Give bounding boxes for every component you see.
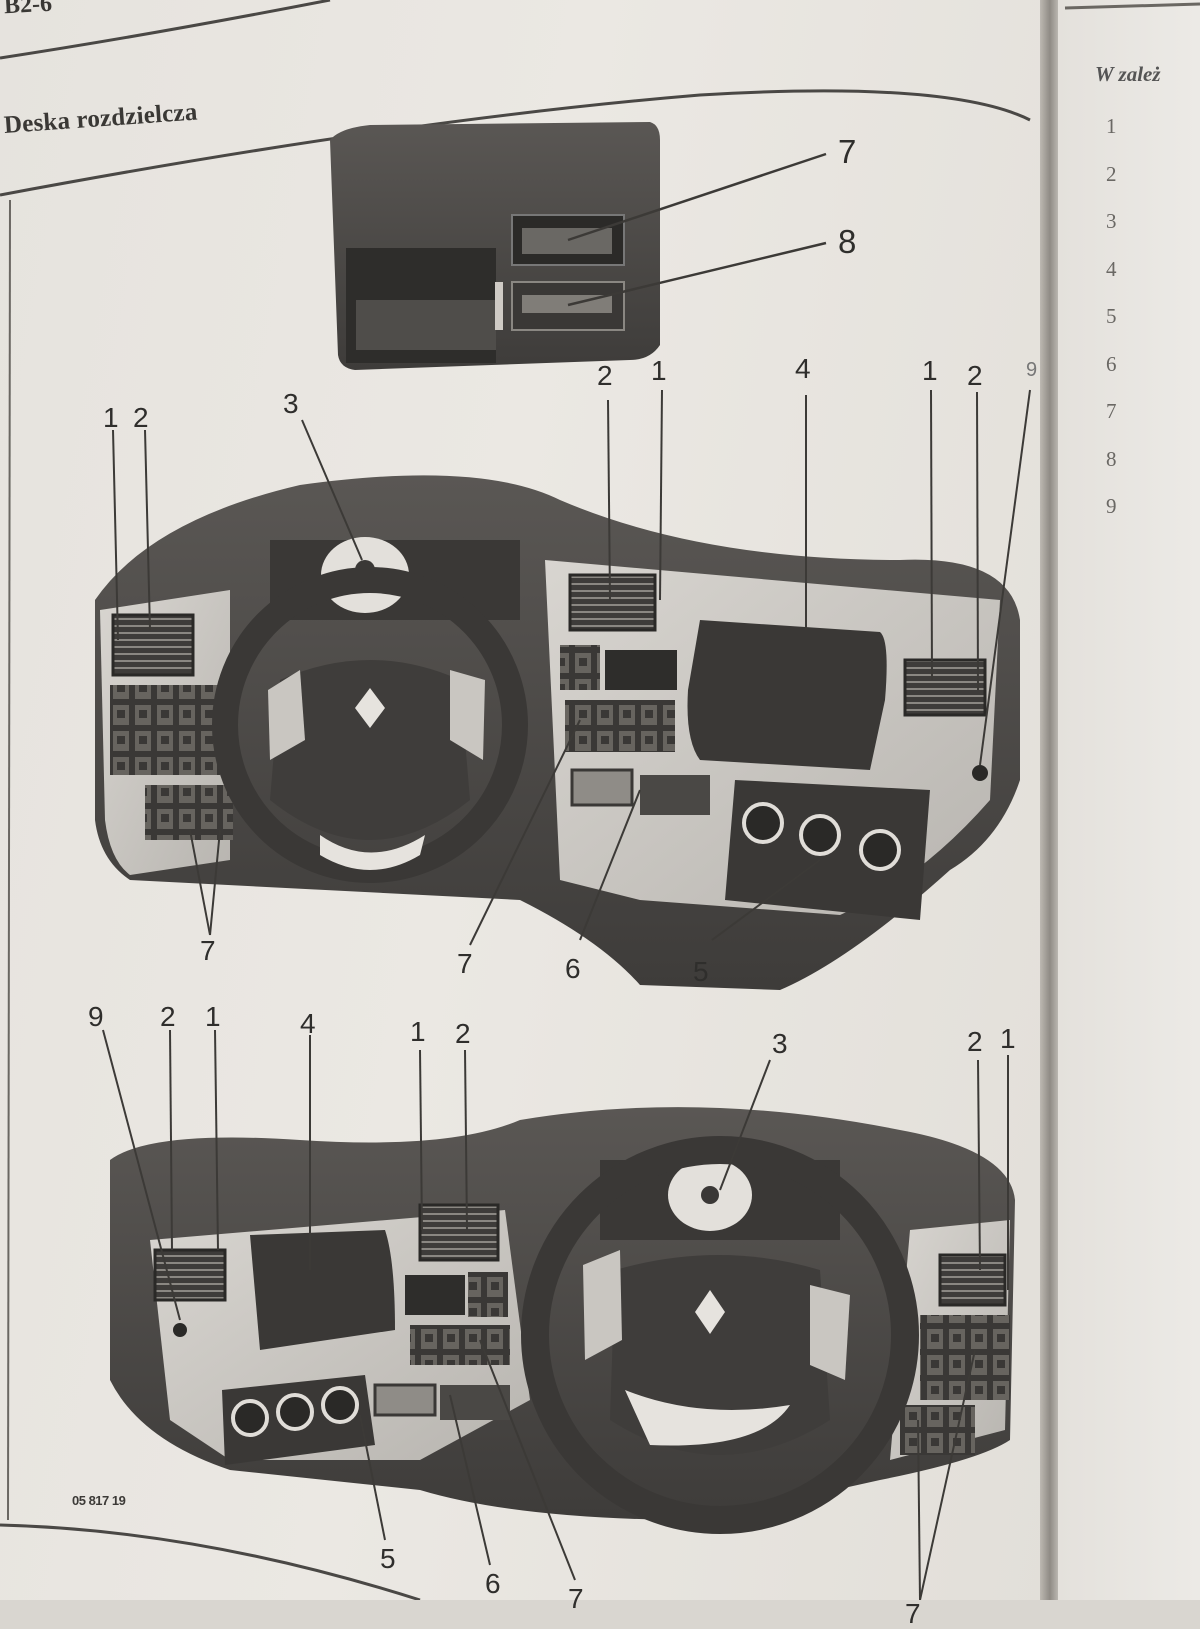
callout-label: 2: [160, 1001, 176, 1032]
callout-label: 3: [772, 1028, 788, 1059]
callout-label: 7: [457, 948, 473, 979]
air-vent: [568, 573, 657, 632]
callout-label: 1: [922, 355, 938, 386]
callout-label: 7: [568, 1583, 584, 1614]
callout-label: 7: [905, 1598, 921, 1629]
callout-label: 1: [410, 1016, 426, 1047]
air-vent: [153, 1248, 227, 1302]
socket: [972, 765, 988, 781]
callout-label: 4: [795, 353, 811, 384]
switch-panel: [410, 1325, 510, 1365]
legend-number: 8: [1106, 446, 1117, 471]
lhd-dashboard: [95, 475, 1020, 990]
header-rule: [0, 0, 331, 60]
storage-compartment: [250, 1230, 395, 1350]
legend-number: 9: [1106, 494, 1117, 518]
switch-panel: [900, 1405, 975, 1455]
callout-label: 9: [1026, 359, 1038, 381]
callout-label: 1: [103, 402, 119, 433]
callout-label: 7: [838, 133, 857, 170]
callout-label: 6: [565, 953, 581, 984]
manual-page-right: [1058, 0, 1200, 1600]
radio-unit: [570, 768, 634, 807]
air-vent: [903, 658, 987, 717]
climate-knob: [321, 1386, 359, 1424]
callout-label: 9: [88, 1001, 104, 1032]
legend-number: 1: [1106, 114, 1117, 138]
legend-number: 6: [1106, 351, 1117, 376]
right-header-rule: [1064, 2, 1200, 10]
steering-wheel: [521, 1136, 919, 1534]
lhd-callout-lines: [112, 389, 1031, 946]
rhd-callout-lines: [102, 1029, 1009, 1600]
tachograph-slot: [605, 650, 677, 690]
legend-number-list: 1 2 3 4 5 6 7 8 9: [1106, 114, 1117, 542]
callout-label: 1: [651, 355, 667, 386]
switch-panel: [560, 645, 600, 690]
callout-label: 7: [200, 935, 216, 966]
switch-panel: [565, 700, 675, 752]
switch-panel: [110, 685, 220, 775]
air-vent: [938, 1253, 1007, 1307]
callout-line: [567, 241, 827, 307]
callout-line: [567, 152, 827, 242]
title-rule: [0, 89, 1031, 197]
overhead-panel: [330, 122, 660, 370]
callout-label: 2: [967, 1026, 983, 1057]
figure-frame-bottom: [0, 1523, 421, 1600]
callout-label: 5: [380, 1543, 396, 1574]
legend-number: 7: [1106, 399, 1117, 423]
air-vent: [111, 613, 195, 677]
socket: [173, 1323, 187, 1337]
figure-frame-left: [7, 199, 11, 1521]
legend-number: 4: [1106, 256, 1117, 281]
callout-label: 5: [693, 956, 709, 987]
legend-number: 5: [1106, 304, 1117, 328]
climate-knob: [276, 1393, 314, 1431]
legend-number: 2: [1106, 161, 1117, 186]
tachograph-slot: [405, 1275, 465, 1315]
callout-label: 2: [455, 1018, 471, 1049]
callout-label: 1: [205, 1001, 221, 1032]
climate-knob: [859, 829, 901, 871]
climate-knob: [231, 1399, 269, 1437]
switch-panel: [468, 1272, 508, 1317]
dashboard-illustrations: [95, 122, 1031, 1600]
callout-label: 3: [283, 388, 299, 419]
figure-code: 05 817 19: [72, 1493, 126, 1508]
callout-label: 6: [485, 1568, 501, 1599]
radio-unit: [373, 1383, 437, 1417]
callout-label: 1: [1000, 1023, 1016, 1054]
callout-label: 2: [133, 402, 149, 433]
book-gutter: [1040, 0, 1062, 1600]
legend-number: 3: [1106, 209, 1117, 233]
switch-panel: [145, 785, 233, 840]
climate-knob: [799, 814, 841, 856]
storage-compartment: [687, 620, 887, 770]
climate-knob: [742, 802, 784, 844]
callout-label: 8: [838, 223, 857, 260]
right-page-header: W zależ: [1095, 62, 1161, 86]
air-vent: [418, 1203, 500, 1262]
rhd-dashboard: [110, 1107, 1015, 1534]
callout-label: 2: [967, 360, 983, 391]
callout-label: 2: [597, 360, 613, 391]
switch-panel: [920, 1315, 1010, 1400]
renault-logo-icon: [355, 688, 385, 728]
callout-label: 4: [300, 1008, 316, 1039]
renault-logo-icon: [695, 1290, 725, 1334]
